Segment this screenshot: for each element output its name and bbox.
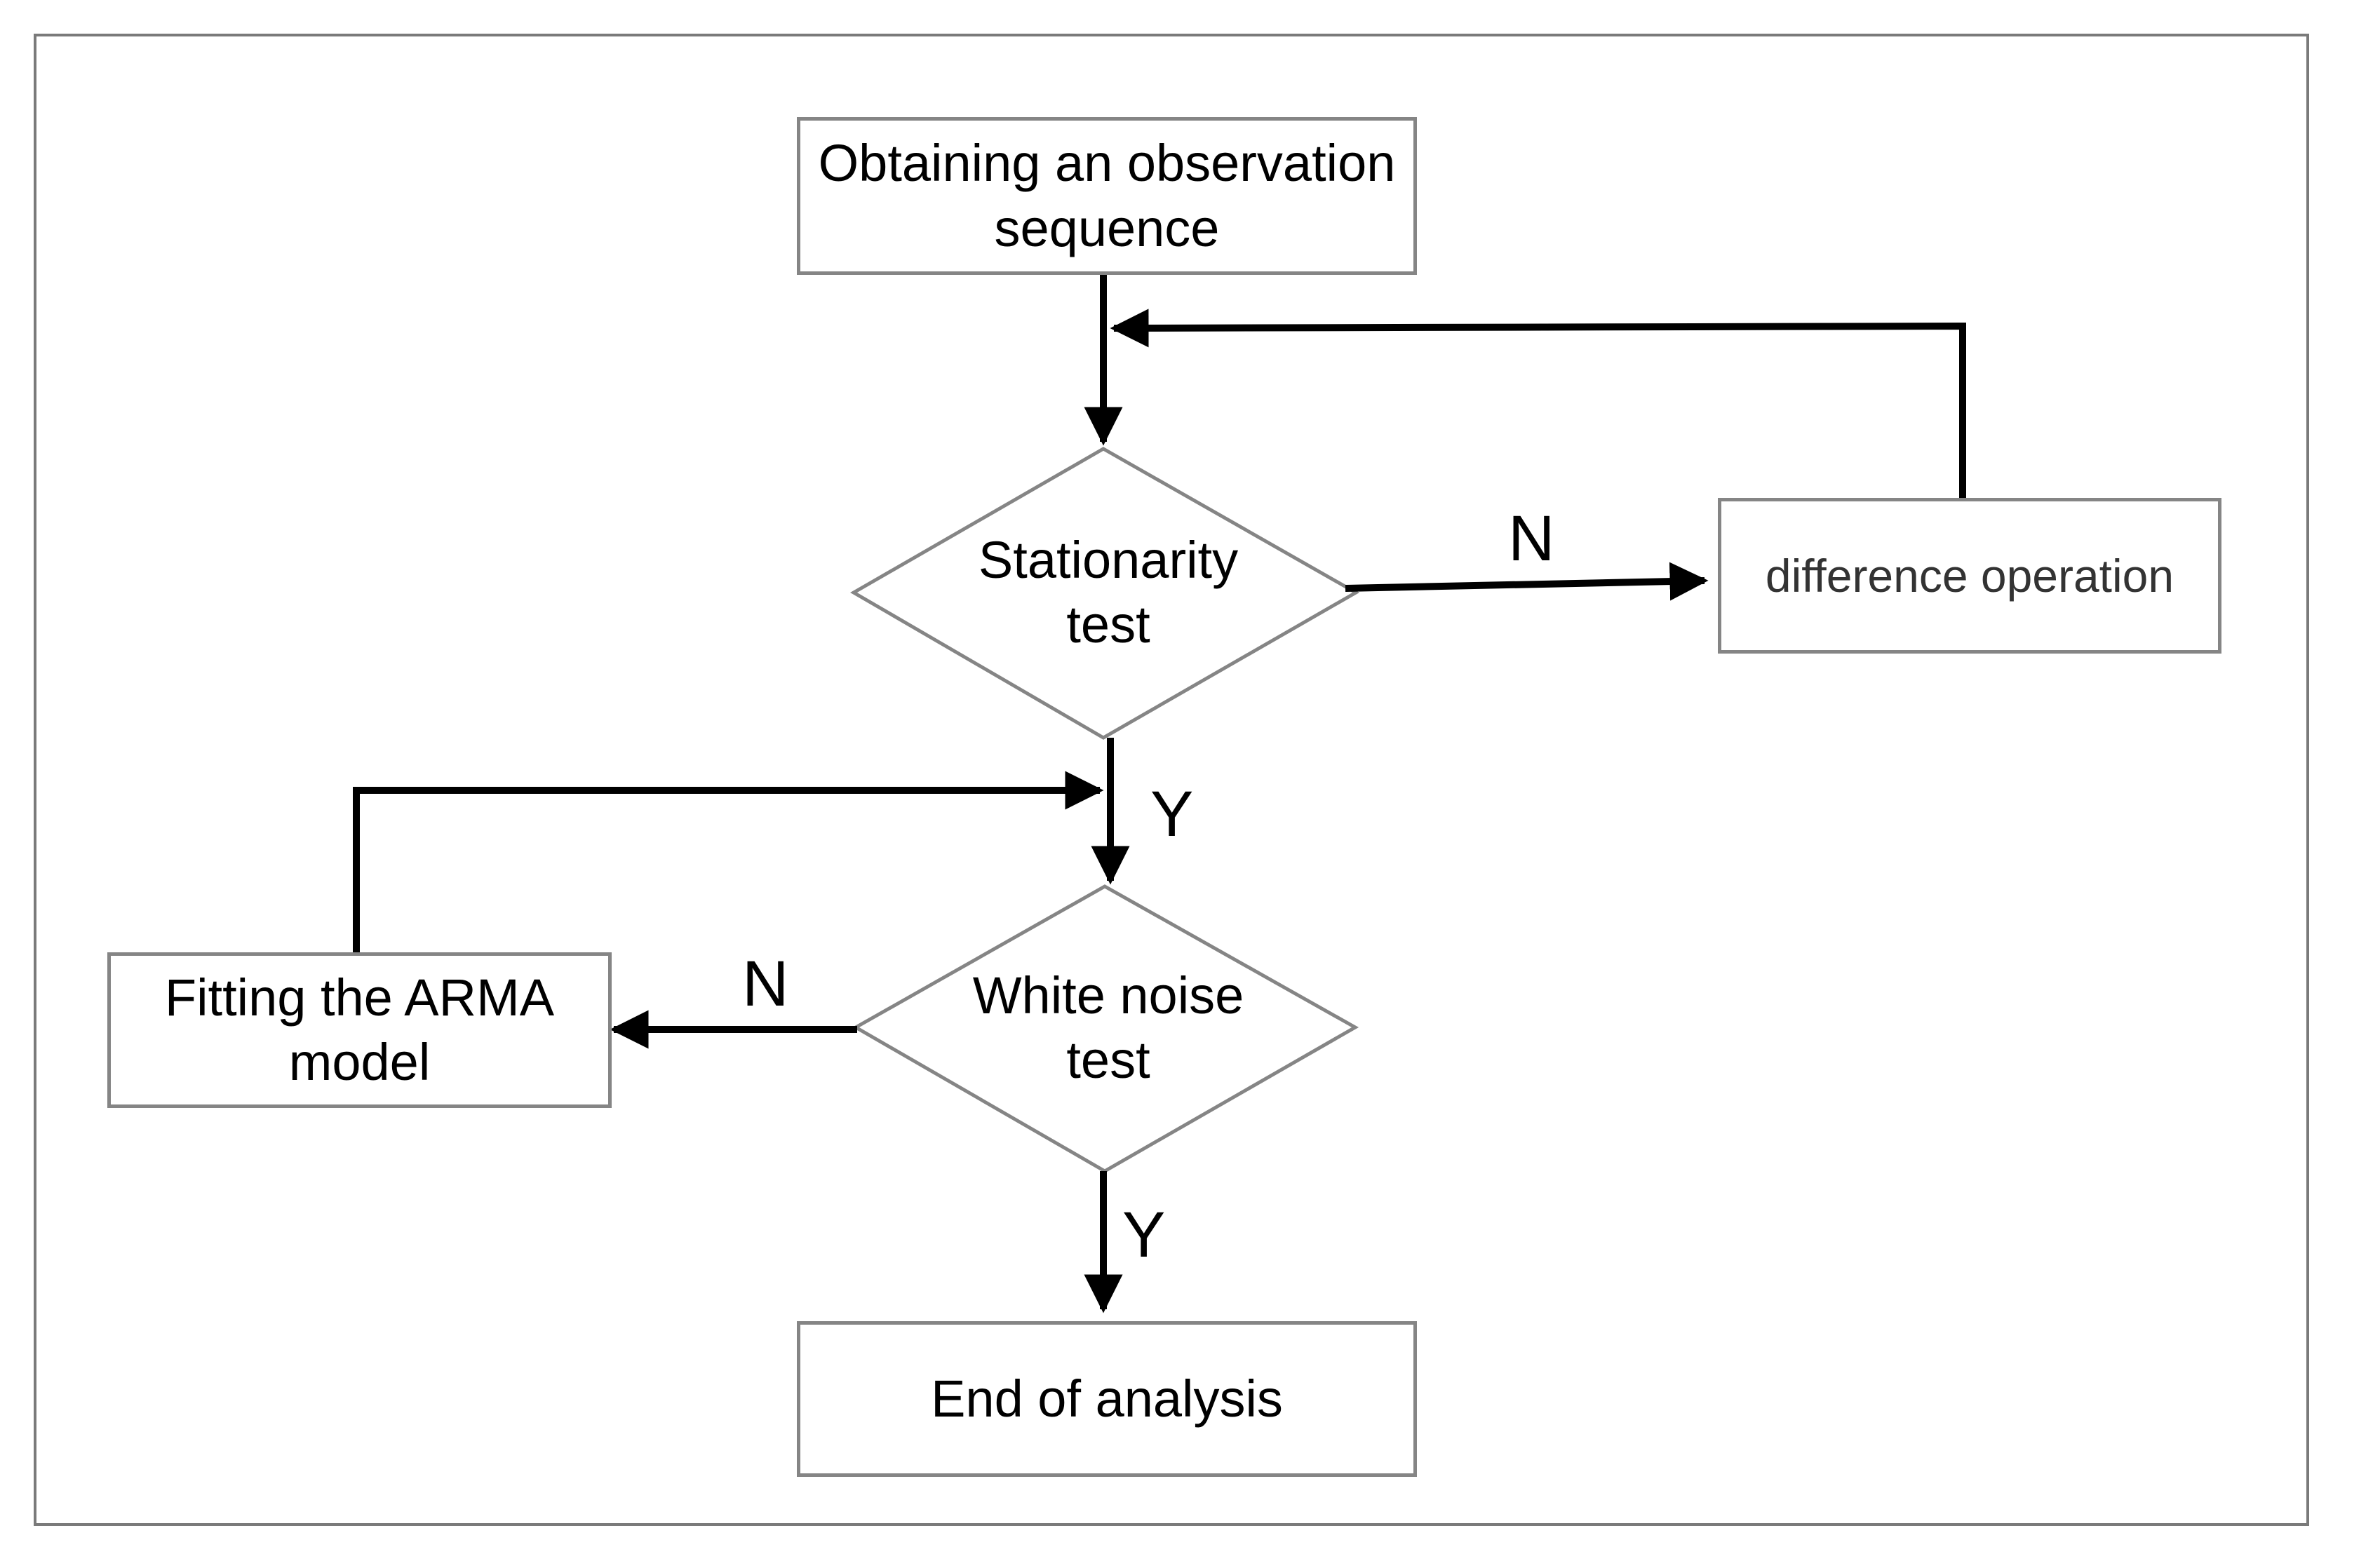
stationarity-decision-node: Stationarity test — [933, 515, 1284, 670]
difference-operation-label: difference operation — [1765, 549, 2174, 602]
white-noise-no-label: N — [742, 948, 789, 1020]
arrow-stationarity-to-difference — [1345, 562, 1709, 601]
fitting-arma-node: Fitting the ARMA model — [107, 952, 612, 1108]
stationarity-diamond-shape — [850, 447, 1360, 740]
arrow-difference-loop-back — [1110, 309, 1966, 498]
end-of-analysis-label: End of analysis — [931, 1369, 1283, 1428]
white-noise-decision-node: White noise test — [933, 951, 1284, 1105]
fitting-arma-label: Fitting the ARMA model — [164, 968, 555, 1092]
difference-operation-node: difference operation — [1718, 498, 2221, 654]
arrow-fitting-loop-back — [353, 771, 1104, 952]
white-noise-yes-label: Y — [1122, 1199, 1166, 1271]
stationarity-no-label: N — [1508, 503, 1555, 574]
end-of-analysis-node: End of analysis — [797, 1321, 1417, 1477]
obtain-observation-node: Obtaining an observation sequence — [797, 117, 1417, 275]
diagram-frame — [34, 34, 2309, 1526]
stationarity-decision-label: Stationarity test — [978, 530, 1239, 654]
white-noise-decision-label: White noise test — [972, 966, 1244, 1090]
stationarity-yes-label: Y — [1150, 778, 1194, 850]
obtain-observation-label: Obtaining an observation sequence — [818, 134, 1396, 257]
